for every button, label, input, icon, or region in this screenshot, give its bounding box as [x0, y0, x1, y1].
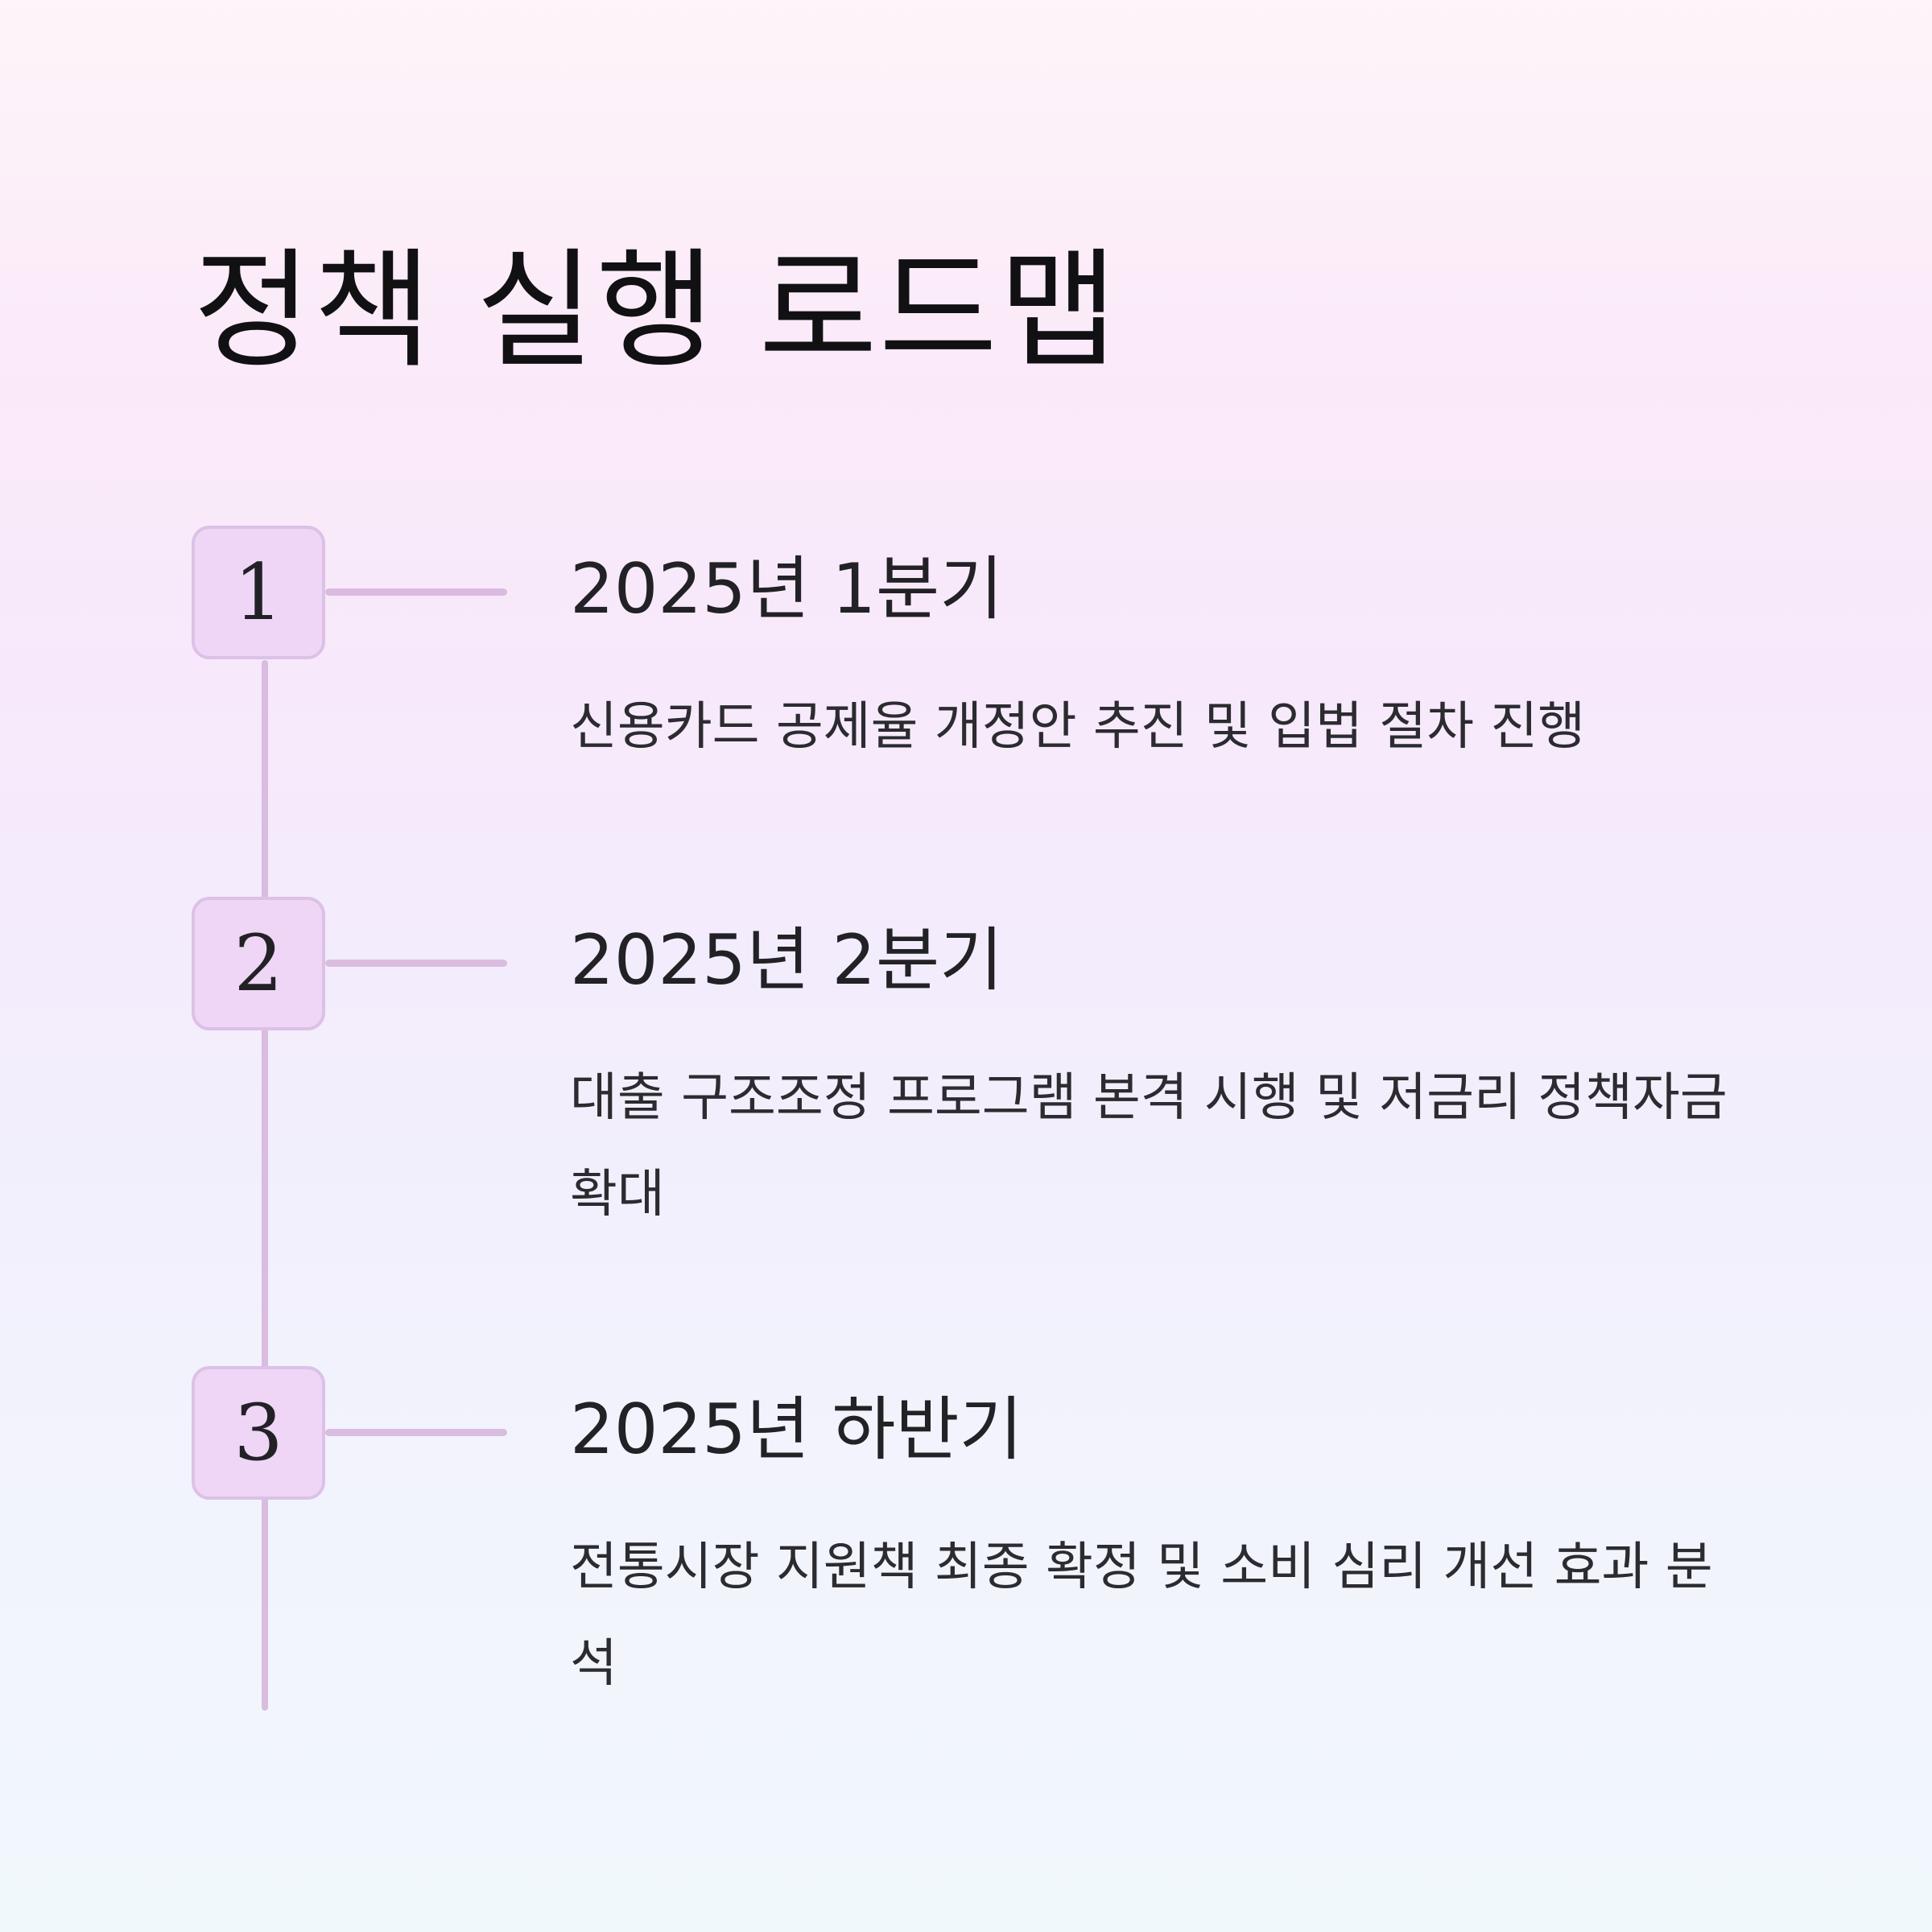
page-title: 정책 실행 로드맵	[193, 235, 1120, 386]
step-description: 신용카드 공제율 개정안 추진 및 입법 절차 진행	[570, 697, 1586, 757]
step-title: 2025년 1분기	[570, 549, 1004, 630]
step-number-badge: 2	[192, 897, 325, 1030]
step-number-badge: 1	[192, 526, 325, 659]
step-number-badge: 3	[192, 1366, 325, 1500]
step-description: 대출 구조조정 프로그램 본격 시행 및 저금리 정책자금 확대	[570, 1068, 1728, 1224]
timeline-line	[262, 660, 268, 1711]
step-title: 2025년 2분기	[570, 920, 1004, 1001]
step-description: 전통시장 지원책 최종 확정 및 소비 심리 개선 효과 분석	[570, 1538, 1713, 1694]
step-connector	[325, 1429, 507, 1436]
step-connector	[325, 960, 507, 967]
step-title: 2025년 하반기	[570, 1389, 1023, 1470]
step-connector	[325, 588, 507, 596]
